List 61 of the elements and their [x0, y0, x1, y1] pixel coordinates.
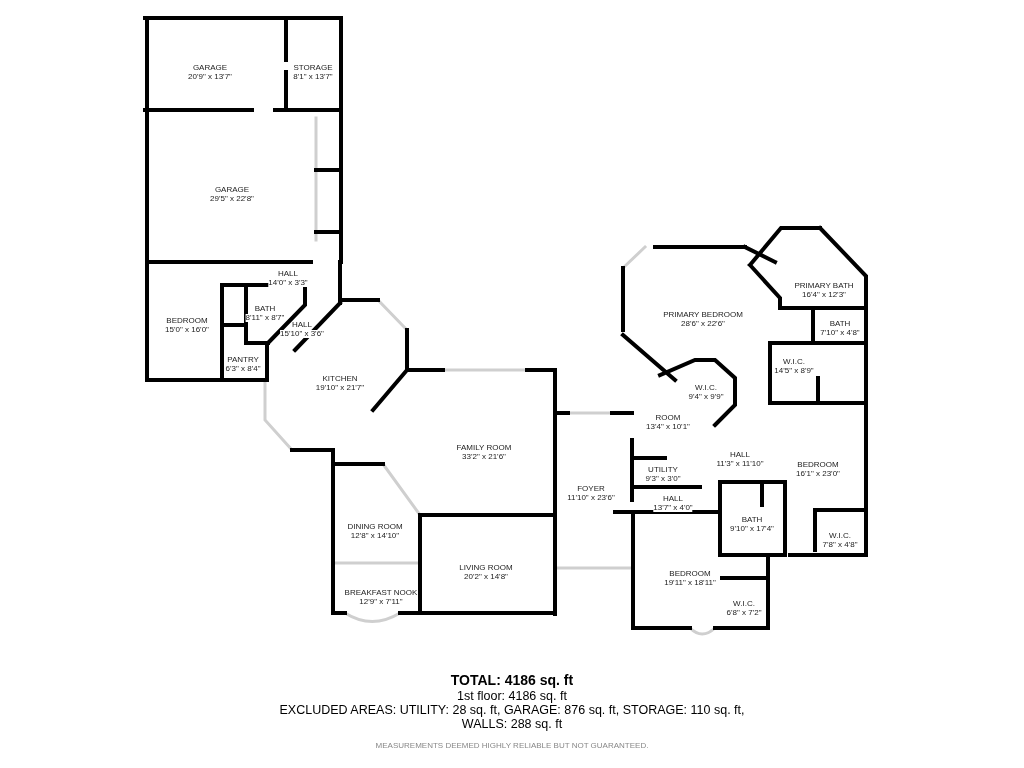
- room-dimensions: 28'6" x 22'6": [681, 320, 725, 328]
- room-name: BATH: [741, 516, 763, 524]
- room-dimensions: 19'10" x 21'7": [315, 384, 365, 392]
- room-dimensions: 12'8" x 14'10": [350, 532, 400, 540]
- room-name: W.I.C.: [783, 358, 805, 366]
- room-dimensions: 14'0" x 3'3": [268, 279, 308, 287]
- room-name: HALL: [663, 495, 683, 503]
- room-dimensions: 16'1" x 23'0": [796, 470, 840, 478]
- room-name: HALL: [730, 451, 750, 459]
- total-area: TOTAL: 4186 sq. ft: [450, 673, 574, 687]
- room-name: ROOM: [655, 414, 681, 422]
- room-name: GARAGE: [192, 64, 228, 72]
- room-dimensions: 11'10" x 23'6": [567, 494, 615, 502]
- room-dimensions: 14'5" x 8'9": [774, 367, 814, 375]
- room-name: FAMILY ROOM: [456, 444, 512, 452]
- room-name: UTILITY: [648, 466, 678, 474]
- excluded-areas: EXCLUDED AREAS: UTILITY: 28 sq. ft, GARAGE: 876 sq. ft, STORAGE: 110 sq. ft,: [279, 704, 745, 717]
- room-dimensions: 8'1" x 13'7": [293, 73, 333, 81]
- room-dimensions: 9'4" x 9'9": [688, 393, 724, 401]
- room-name: W.I.C.: [695, 384, 717, 392]
- room-dimensions: 13'7" x 4'0": [653, 504, 693, 512]
- room-name: FOYER: [577, 485, 605, 493]
- room-dimensions: 19'11" x 18'11": [664, 579, 716, 587]
- room-name: PRIMARY BATH: [794, 282, 854, 290]
- room-name: HALL: [278, 270, 298, 278]
- room-dimensions: 20'2" x 14'8": [464, 573, 508, 581]
- room-dimensions: 7'8" x 4'8": [822, 541, 858, 549]
- room-dimensions: 6'8" x 7'2": [726, 609, 762, 617]
- room-name: W.I.C.: [829, 532, 851, 540]
- room-name: BEDROOM: [797, 461, 839, 469]
- room-dimensions: 11'3" x 11'10": [716, 460, 764, 468]
- room-name: STORAGE: [293, 64, 333, 72]
- room-name: LIVING ROOM: [459, 564, 513, 572]
- room-dimensions: 6'3" x 8'4": [225, 365, 261, 373]
- room-dimensions: 33'2" x 21'6": [462, 453, 506, 461]
- room-name: HALL: [292, 321, 312, 329]
- room-dimensions: 9'3" x 3'0": [645, 475, 681, 483]
- room-name: BEDROOM: [166, 317, 208, 325]
- room-name: PANTRY: [227, 356, 259, 364]
- room-dimensions: 9'10" x 17'4": [730, 525, 774, 533]
- floor-area: 1st floor: 4186 sq. ft: [457, 690, 567, 703]
- room-dimensions: 13'4" x 10'1": [646, 423, 690, 431]
- room-dimensions: 12'9" x 7'11": [359, 598, 403, 606]
- room-name: PRIMARY BEDROOM: [663, 311, 743, 319]
- room-name: BREAKFAST NOOK: [344, 589, 418, 597]
- room-dimensions: 20'9" x 13'7": [188, 73, 232, 81]
- room-name: BEDROOM: [669, 570, 711, 578]
- room-name: KITCHEN: [322, 375, 358, 383]
- room-dimensions: 16'4" x 12'3": [802, 291, 846, 299]
- room-name: BATH: [254, 305, 276, 313]
- walls-area: WALLS: 288 sq. ft: [461, 718, 563, 731]
- disclaimer: MEASUREMENTS DEEMED HIGHLY RELIABLE BUT NOT GUARANTEED.: [375, 742, 649, 750]
- room-dimensions: 7'10" x 4'8": [820, 329, 860, 337]
- room-dimensions: 15'0" x 16'0": [165, 326, 209, 334]
- room-dimensions: 15'10" x 3'6": [280, 330, 324, 338]
- room-dimensions: 8'11" x 8'7": [245, 314, 285, 322]
- room-name: GARAGE: [214, 186, 250, 194]
- room-name: DINING ROOM: [347, 523, 403, 531]
- room-name: W.I.C.: [733, 600, 755, 608]
- room-dimensions: 29'5" x 22'8": [210, 195, 254, 203]
- room-name: BATH: [829, 320, 851, 328]
